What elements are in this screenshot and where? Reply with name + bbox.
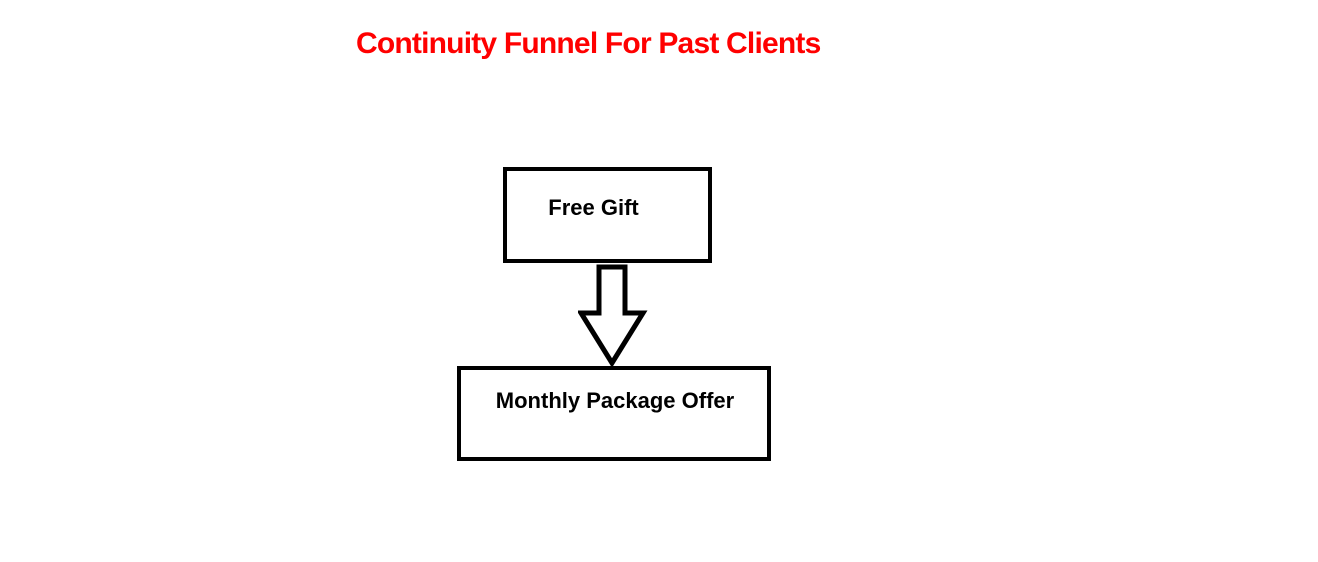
down-block-arrow-connector bbox=[578, 264, 648, 367]
down-block-arrow-shape bbox=[578, 264, 648, 367]
node-free-gift: Free Gift bbox=[503, 167, 712, 263]
node-monthly-package-offer-label: Monthly Package Offer bbox=[495, 387, 735, 413]
node-free-gift-label: Free Gift bbox=[548, 195, 639, 220]
node-monthly-package-offer: Monthly Package Offer bbox=[457, 366, 771, 461]
diagram-title: Continuity Funnel For Past Clients bbox=[356, 27, 821, 60]
